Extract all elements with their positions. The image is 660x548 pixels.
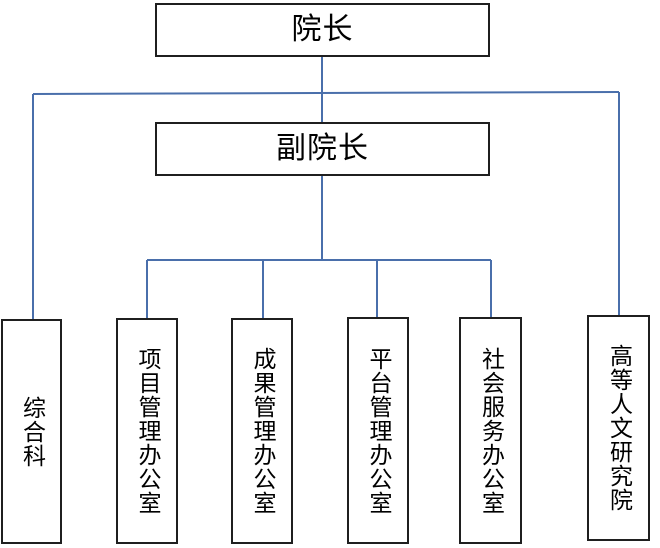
project-office-box: 项目管理办公室: [116, 318, 178, 544]
dean-box: 院长: [155, 3, 490, 57]
project-office-label: 项目管理办公室: [134, 347, 161, 515]
social-service-office-label: 社会服务办公室: [477, 346, 504, 515]
platform-office-label: 平台管理办公室: [365, 346, 392, 515]
dean-label: 院长: [291, 12, 354, 47]
results-office-box: 成果管理办公室: [231, 318, 293, 544]
social-service-office-box: 社会服务办公室: [459, 317, 522, 544]
general-office-label: 综合科: [18, 395, 45, 468]
vice-dean-box: 副院长: [155, 122, 490, 176]
connector-group: [32, 56, 620, 320]
connector-top-branch: [32, 91, 620, 95]
vice-dean-label: 副院长: [276, 131, 369, 166]
humanities-institute-label: 高等人文研究院: [605, 344, 632, 512]
general-office-box: 综合科: [1, 319, 62, 544]
platform-office-box: 平台管理办公室: [347, 317, 409, 544]
humanities-institute-box: 高等人文研究院: [587, 315, 650, 541]
results-office-label: 成果管理办公室: [249, 347, 276, 515]
